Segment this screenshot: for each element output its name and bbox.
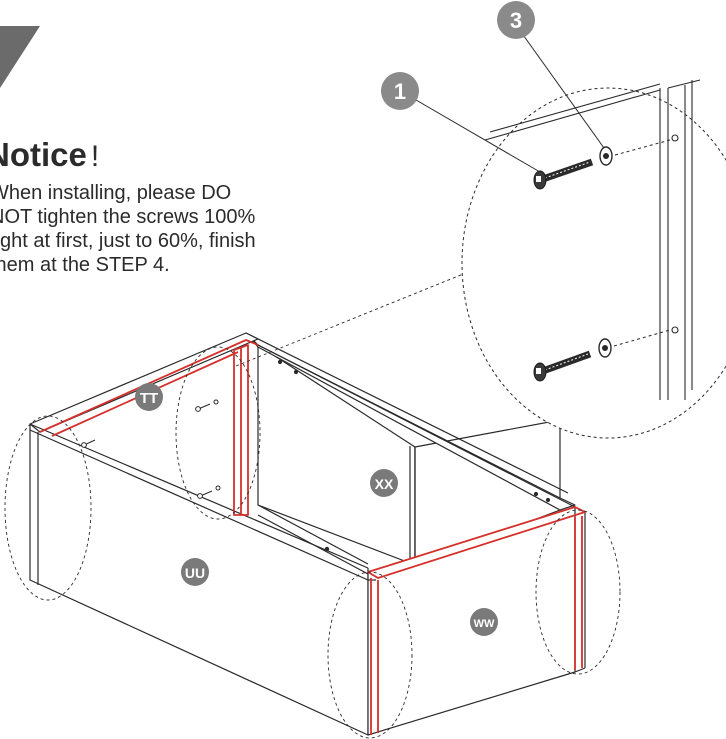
callout-washer-number: 3 — [510, 8, 522, 33]
panel-label-ww: WW — [474, 618, 495, 630]
notice-body: When installing, please DO NOT tighten t… — [0, 181, 330, 277]
callout-screw: 1 — [381, 72, 419, 110]
panel-badge-ww: WW — [470, 608, 498, 636]
highlight-lines — [39, 339, 586, 735]
washer-icon — [598, 338, 612, 358]
notice-title: Notice! — [0, 136, 99, 174]
step-marker-shape — [0, 26, 40, 88]
notice-line: NOT tighten the screws 100% — [0, 206, 256, 228]
callout-1-leader — [403, 92, 541, 173]
notice-line: When installing, please DO — [0, 182, 232, 204]
washer-icon — [599, 146, 613, 166]
callout-washer: 3 — [497, 1, 535, 39]
detail-leader — [235, 263, 489, 367]
cabinet-frame — [29, 332, 586, 736]
detail-ellipses — [4, 346, 621, 739]
notice-exclamation: ! — [90, 140, 100, 173]
panel-label-uu: UU — [185, 565, 205, 581]
panel-label-xx: XX — [375, 476, 394, 492]
zoom-detail — [461, 79, 726, 439]
notice-title-text: Notice — [0, 136, 87, 173]
screw-icon — [533, 350, 592, 382]
callout-3-leader — [515, 24, 605, 149]
panel-badge-uu: UU — [181, 558, 209, 586]
notice-line: tight at first, just to 60%, finish — [0, 230, 256, 252]
panel-badge-xx: XX — [370, 469, 398, 497]
notice-line: them at the STEP 4. — [0, 254, 170, 276]
panel-label-tt: TT — [140, 390, 158, 407]
panel-badge-tt: TT — [135, 383, 163, 411]
callout-screw-number: 1 — [394, 79, 406, 104]
small-screws — [81, 399, 221, 499]
screw-icon — [533, 158, 594, 190]
